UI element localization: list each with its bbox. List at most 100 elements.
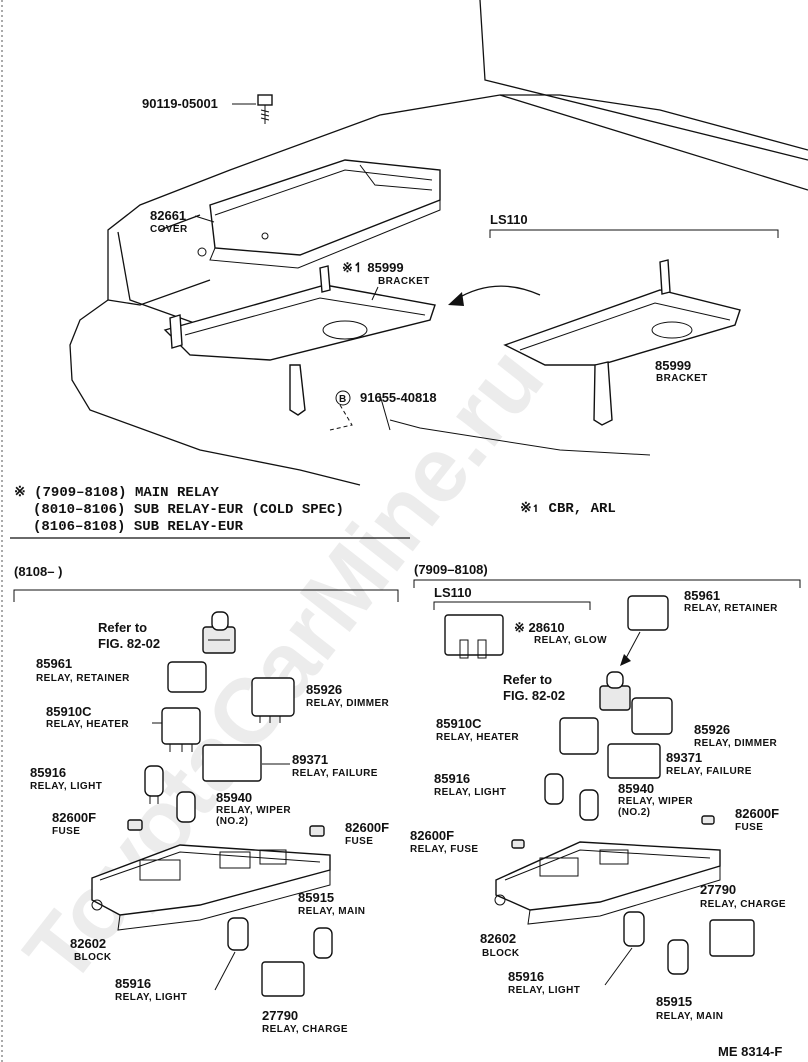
relay-heater-icon: [559, 717, 599, 755]
part-name: RELAY, RETAINER: [684, 603, 778, 614]
connector-icon: [599, 671, 631, 711]
relay-dimmer-icon: [631, 697, 673, 735]
part-number: 85916: [434, 771, 470, 786]
part-number: 85915: [298, 890, 334, 905]
part-name-sub: (NO.2): [216, 816, 248, 827]
watermark: ToyotaCarMine.ru: [5, 329, 563, 1003]
part-name: RELAY, LIGHT: [30, 781, 102, 792]
part-name: RELAY, WIPER: [216, 805, 291, 816]
right-panel-header: (7909–8108): [414, 562, 488, 577]
part-name: COVER: [150, 224, 188, 235]
part-name: RELAY, HEATER: [46, 719, 129, 730]
part-name: FUSE: [735, 822, 763, 833]
part-number: 82600F: [345, 820, 389, 835]
part-number: 82602: [70, 936, 106, 951]
part-number: 27790: [700, 882, 736, 897]
part-number: 82600F: [410, 828, 454, 843]
arrow-icon: [454, 285, 541, 301]
fuse-icon: [309, 825, 325, 837]
relay-failure-icon: [202, 744, 262, 782]
refer-text: Refer to: [503, 672, 552, 687]
part-name-sub: (NO.2): [618, 807, 650, 818]
part-number: 85926: [306, 682, 342, 697]
part-number: 82600F: [52, 810, 96, 825]
relay-block-icon: [494, 841, 721, 925]
cover-icon: [197, 159, 441, 269]
connector-icon: [202, 611, 236, 654]
part-number: 90119-05001: [142, 96, 218, 111]
part-name: RELAY, FAILURE: [666, 766, 752, 777]
part-number: 85940: [618, 781, 654, 796]
relay-glow-icon: [444, 614, 504, 659]
part-number: 85926: [694, 722, 730, 737]
relay-retainer-icon: [627, 595, 669, 631]
relay-light-icon: [227, 917, 249, 951]
bracket-ls110-icon: [503, 259, 741, 426]
fuse-icon: [701, 815, 715, 825]
part-number: 85961: [684, 588, 720, 603]
bracket-icon: [163, 265, 436, 416]
note-line-main-relay: ※ (7909–8108) MAIN RELAY: [14, 485, 220, 501]
part-name: RELAY, LIGHT: [434, 787, 506, 798]
part-number: 82602: [480, 931, 516, 946]
part-number: 89371: [292, 752, 328, 767]
refer-text: FIG. 82-02: [503, 688, 565, 703]
part-number: 85940: [216, 790, 252, 805]
part-number: 85999: [655, 358, 691, 373]
relay-light-icon: [144, 765, 164, 797]
part-name: RELAY, FAILURE: [292, 768, 378, 779]
part-name: RELAY, FUSE: [410, 844, 479, 855]
part-number: 85916: [115, 976, 151, 991]
ls110-label: LS110: [490, 212, 528, 227]
part-number: 27790: [262, 1008, 298, 1023]
relay-retainer-icon: [167, 661, 207, 693]
part-name: RELAY, LIGHT: [115, 992, 187, 1003]
relay-charge-icon: [709, 919, 755, 957]
part-name: RELAY, LIGHT: [508, 985, 580, 996]
part-number: 85915: [656, 994, 692, 1009]
refer-text: Refer to: [98, 620, 147, 635]
part-name: RELAY, CHARGE: [262, 1024, 348, 1035]
part-number: 82600F: [735, 806, 779, 821]
part-number: 85961: [36, 656, 72, 671]
screw-icon: [257, 94, 273, 124]
part-name: RELAY, GLOW: [534, 635, 607, 646]
relay-main-icon: [667, 939, 689, 975]
part-name: RELAY, MAIN: [656, 1011, 723, 1022]
part-name: RELAY, CHARGE: [700, 899, 786, 910]
part-number: 91655-40818: [360, 390, 437, 405]
relay-charge-icon: [261, 961, 305, 997]
part-number: 85910C: [436, 716, 482, 731]
part-name: RELAY, MAIN: [298, 906, 365, 917]
reference-b-label: B: [339, 394, 347, 405]
note-line-sub-relay: (8106–8108) SUB RELAY-EUR: [33, 519, 244, 535]
part-number: 85916: [508, 969, 544, 984]
part-name: BRACKET: [656, 373, 708, 384]
part-name: RELAY, DIMMER: [694, 738, 778, 749]
reference-b-icon: [335, 390, 351, 406]
part-name: RELAY, RETAINER: [36, 673, 130, 684]
refer-text: FIG. 82-02: [98, 636, 160, 651]
relay-light-icon: [623, 911, 645, 947]
part-number: 85916: [30, 765, 66, 780]
fuse-icon: [127, 819, 143, 831]
part-name: RELAY, HEATER: [436, 732, 519, 743]
right-panel-subheader: LS110: [434, 585, 472, 600]
relay-light-icon: [544, 773, 564, 805]
part-number: ※ 28610: [514, 620, 565, 635]
relay-wiper-icon: [579, 789, 599, 821]
relay-wiper-icon: [176, 791, 196, 823]
figure-code: ME 8314-F: [718, 1044, 782, 1059]
relay-failure-icon: [607, 743, 661, 779]
relay-heater-icon: [161, 707, 201, 745]
left-panel-header: (8108– ): [14, 564, 62, 579]
part-number: 89371: [666, 750, 702, 765]
part-number: ※↿ 85999: [342, 260, 404, 275]
note-cbr-arl: ※↿ CBR, ARL: [520, 501, 616, 517]
part-name: RELAY, DIMMER: [306, 698, 390, 709]
relay-main-icon: [313, 927, 333, 959]
note-line-sub-relay-cold: (8010–8106) SUB RELAY-EUR (COLD SPEC): [33, 502, 344, 518]
part-number: 82661: [150, 208, 186, 223]
vehicle-body: [69, 0, 808, 486]
